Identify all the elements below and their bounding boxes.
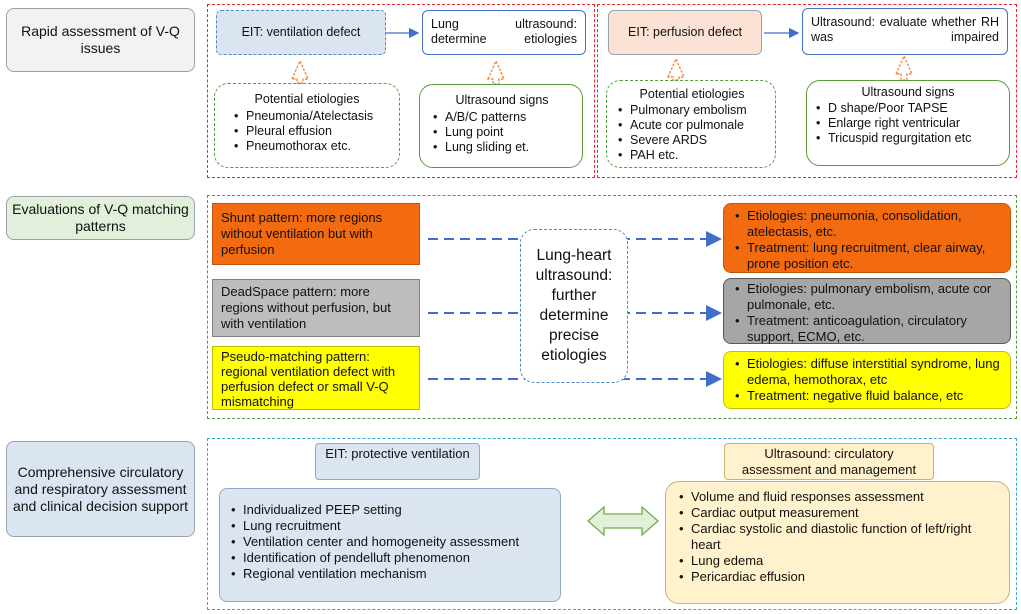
up-arrow-lung-signs — [486, 59, 506, 85]
us-circulatory-item: Cardiac output measurement — [678, 505, 999, 521]
section-title-comprehensive: Comprehensive circulatory and respirator… — [6, 441, 195, 537]
eit-ventilation-defect-box: EIT: ventilation defect — [216, 10, 386, 55]
eit-protective-item: Lung recruitment — [230, 518, 550, 534]
lung-sign-item: Lung point — [432, 125, 572, 140]
ultrasound-rh-text: Ultrasound: evaluate whether RH was impa… — [811, 15, 999, 44]
up-arrow-rh-signs — [894, 54, 914, 81]
deadspace-pattern-text: DeadSpace pattern: more regions without … — [221, 284, 391, 331]
shunt-pattern-text: Shunt pattern: more regions without vent… — [221, 210, 383, 257]
rh-signs-title: Ultrasound signs — [861, 85, 955, 99]
eit-protective-item: Ventilation center and homogeneity asses… — [230, 534, 550, 550]
pseudo-result-item: Etiologies: diffuse interstitial syndrom… — [734, 356, 1002, 388]
vent-etiology-item: Pleural effusion — [233, 124, 389, 139]
perf-etiology-item: Severe ARDS — [617, 133, 767, 148]
pseudo-pattern-text: Pseudo-matching pattern: regional ventil… — [221, 349, 396, 409]
lung-heart-ultrasound-text: Lung-heart ultrasound: further determine… — [535, 247, 613, 364]
vent-etiology-item: Pneumothorax etc. — [233, 139, 389, 154]
double-arrow — [587, 505, 659, 537]
rh-sign-item: Tricuspid regurgitation etc — [815, 131, 1001, 146]
perf-etiologies-title: Potential etiologies — [639, 87, 745, 101]
section-title-rapid: Rapid assessment of V-Q issues — [6, 8, 195, 72]
deadspace-result-item: Treatment: anticoagulation, circulatory … — [734, 313, 1002, 345]
pseudo-result-item: Treatment: negative fluid balance, etc — [734, 388, 1002, 404]
perf-etiology-item: Acute cor pulmonale — [617, 118, 767, 133]
perf-etiologies-box: Potential etiologies Pulmonary embolism … — [606, 80, 776, 168]
rapid-assessment-frame — [207, 4, 595, 178]
eit-protective-title-text: EIT: protective ventilation — [325, 446, 470, 461]
deadspace-pattern-box: DeadSpace pattern: more regions without … — [212, 279, 420, 337]
lung-ultrasound-text: Lung ultrasound: determine etiologies — [431, 17, 577, 46]
rapid-assessment-frame-right — [597, 4, 1017, 178]
lung-sign-item: Lung sliding et. — [432, 140, 572, 155]
eit-perfusion-defect-box: EIT: perfusion defect — [608, 10, 762, 55]
lung-signs-box: Ultrasound signs A/B/C patterns Lung poi… — [419, 84, 583, 168]
pseudo-result-box: Etiologies: diffuse interstitial syndrom… — [723, 351, 1011, 409]
deadspace-result-box: Etiologies: pulmonary embolism, acute co… — [723, 278, 1011, 344]
us-circulatory-item: Pericardiac effusion — [678, 569, 999, 585]
lung-heart-ultrasound-box: Lung-heart ultrasound: further determine… — [520, 229, 628, 383]
lung-sign-item: A/B/C patterns — [432, 110, 572, 125]
eit-protective-list-box: Individualized PEEP setting Lung recruit… — [219, 488, 561, 602]
comprehensive-frame — [207, 438, 1017, 610]
rh-sign-item: Enlarge right ventricular — [815, 116, 1001, 131]
eit-protective-item: Identification of pendelluft phenomenon — [230, 550, 550, 566]
section-title-patterns: Evaluations of V-Q matching patterns — [6, 196, 195, 240]
lung-signs-title: Ultrasound signs — [455, 93, 549, 107]
us-circulatory-title-box: Ultrasound: circulatory assessment and m… — [724, 443, 934, 480]
patterns-frame — [207, 195, 1017, 419]
ultrasound-rh-box: Ultrasound: evaluate whether RH was impa… — [802, 8, 1008, 55]
vent-etiologies-box: Potential etiologies Pneumonia/Atelectas… — [214, 83, 400, 168]
rh-sign-item: D shape/Poor TAPSE — [815, 101, 1001, 116]
eit-protective-item: Regional ventilation mechanism — [230, 566, 550, 582]
pseudo-pattern-box: Pseudo-matching pattern: regional ventil… — [212, 346, 420, 410]
section-title-comprehensive-text: Comprehensive circulatory and respirator… — [12, 463, 189, 514]
section-title-patterns-text: Evaluations of V-Q matching patterns — [12, 201, 189, 234]
vent-etiology-item: Pneumonia/Atelectasis — [233, 109, 389, 124]
up-arrow-perf-etiologies — [666, 57, 686, 81]
rh-signs-box: Ultrasound signs D shape/Poor TAPSE Enla… — [806, 80, 1010, 166]
deadspace-result-item: Etiologies: pulmonary embolism, acute co… — [734, 281, 1002, 313]
us-circulatory-item: Lung edema — [678, 553, 999, 569]
lung-ultrasound-box: Lung ultrasound: determine etiologies — [422, 10, 586, 55]
us-circulatory-title-text: Ultrasound: circulatory assessment and m… — [741, 446, 917, 477]
vent-etiologies-title: Potential etiologies — [254, 92, 360, 106]
us-circulatory-item: Volume and fluid responses assessment — [678, 489, 999, 505]
perf-etiology-item: PAH etc. — [617, 148, 767, 163]
section-title-rapid-text: Rapid assessment of V-Q issues — [21, 23, 180, 56]
up-arrow-vent-etiologies — [290, 59, 310, 84]
shunt-result-box: Etiologies: pneumonia, consolidation, at… — [723, 203, 1011, 273]
eit-ventilation-defect-text: EIT: ventilation defect — [241, 25, 361, 39]
shunt-pattern-box: Shunt pattern: more regions without vent… — [212, 203, 420, 265]
us-circulatory-list-box: Volume and fluid responses assessment Ca… — [665, 481, 1010, 604]
eit-perfusion-defect-text: EIT: perfusion defect — [628, 25, 742, 39]
eit-protective-item: Individualized PEEP setting — [230, 502, 550, 518]
perf-etiology-item: Pulmonary embolism — [617, 103, 767, 118]
shunt-result-item: Etiologies: pneumonia, consolidation, at… — [734, 208, 1002, 240]
us-circulatory-item: Cardiac systolic and diastolic function … — [678, 521, 999, 553]
shunt-result-item: Treatment: lung recruitment, clear airwa… — [734, 240, 1002, 272]
eit-protective-title-box: EIT: protective ventilation — [315, 443, 480, 480]
